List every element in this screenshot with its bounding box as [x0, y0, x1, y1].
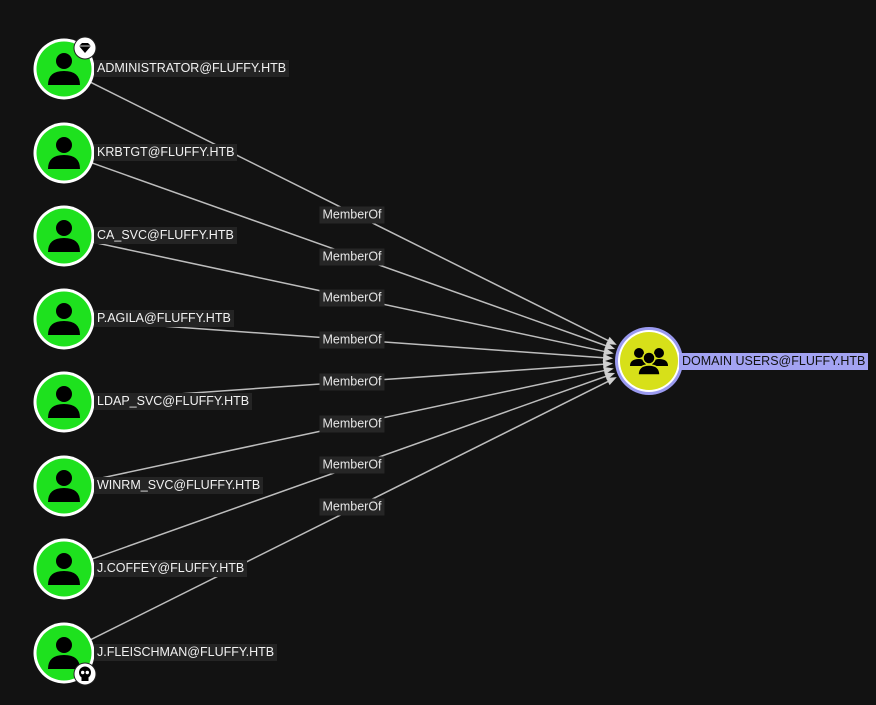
- user-icon: [48, 386, 80, 418]
- user-icon: [48, 220, 80, 252]
- arrowhead-icon: [606, 377, 617, 386]
- user-icon: [48, 637, 80, 669]
- node-label[interactable]: J.FLEISCHMAN@FLUFFY.HTB: [94, 644, 278, 661]
- arrowhead-icon: [602, 353, 614, 362]
- node-label[interactable]: J.COFFEY@FLUFFY.HTB: [94, 560, 248, 577]
- user-node[interactable]: [33, 371, 95, 433]
- user-node[interactable]: [33, 205, 95, 267]
- arrowhead-icon: [602, 360, 614, 369]
- user-node[interactable]: [33, 455, 95, 517]
- node-label[interactable]: LDAP_SVC@FLUFFY.HTB: [94, 393, 253, 410]
- node-label-target[interactable]: DOMAIN USERS@FLUFFY.HTB: [679, 353, 869, 370]
- node-label[interactable]: P.AGILA@FLUFFY.HTB: [94, 310, 234, 327]
- edge-label-memberof[interactable]: MemberOf: [319, 498, 385, 516]
- user-icon: [48, 303, 80, 335]
- diamond-icon: [73, 36, 97, 60]
- node-label[interactable]: CA_SVC@FLUFFY.HTB: [94, 227, 237, 244]
- user-icon: [48, 53, 80, 85]
- node-label[interactable]: WINRM_SVC@FLUFFY.HTB: [94, 477, 264, 494]
- user-icon: [48, 137, 80, 169]
- edge-label-memberof[interactable]: MemberOf: [319, 373, 385, 391]
- user-node[interactable]: [33, 622, 97, 686]
- arrowhead-icon: [603, 347, 614, 356]
- arrowhead-icon: [603, 366, 614, 375]
- edge-label-memberof[interactable]: MemberOf: [319, 206, 385, 224]
- skull-icon: [73, 662, 97, 686]
- group-node-domain-users[interactable]: [615, 327, 683, 395]
- node-label[interactable]: ADMINISTRATOR@FLUFFY.HTB: [94, 60, 290, 77]
- edge-label-memberof[interactable]: MemberOf: [319, 456, 385, 474]
- users-group-icon: [630, 348, 668, 376]
- edge-label-memberof[interactable]: MemberOf: [319, 415, 385, 433]
- arrowhead-icon: [606, 336, 617, 345]
- user-node[interactable]: [33, 36, 97, 100]
- edge-label-memberof[interactable]: MemberOf: [319, 331, 385, 349]
- user-node[interactable]: [33, 122, 95, 184]
- edge-label-memberof[interactable]: MemberOf: [319, 289, 385, 307]
- user-node[interactable]: [33, 538, 95, 600]
- user-icon: [48, 470, 80, 502]
- user-icon: [48, 553, 80, 585]
- arrowhead-icon: [604, 341, 616, 350]
- user-node[interactable]: [33, 288, 95, 350]
- edge-label-memberof[interactable]: MemberOf: [319, 248, 385, 266]
- node-label[interactable]: KRBTGT@FLUFFY.HTB: [94, 144, 238, 161]
